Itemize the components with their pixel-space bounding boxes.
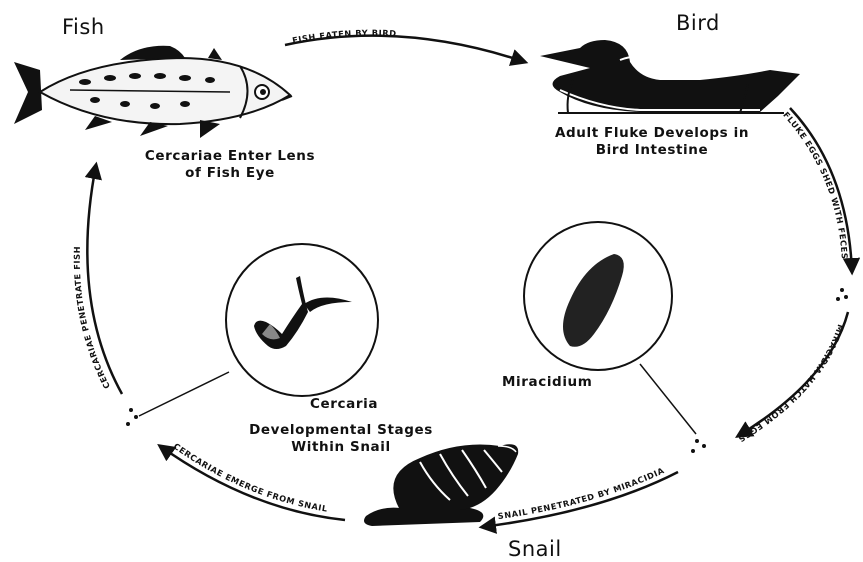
snail-stage-caption-line1: Developmental Stages [236, 422, 446, 439]
bird-title: Bird [676, 10, 720, 36]
cercariae-dots-icon [126, 408, 138, 426]
bird-stage-caption-line1: Adult Fluke Develops in [534, 125, 770, 142]
snail-illustration [364, 444, 518, 526]
bird-stage-caption: Adult Fluke Develops in Bird Intestine [534, 125, 770, 159]
snail-title: Snail [508, 536, 562, 562]
miracidia-dots-icon [691, 439, 706, 453]
arrow-label-miracidia-to-snail: SNAIL PENETRATED BY MIRACIDIA [497, 465, 666, 521]
bird-stage-caption-line2: Bird Intestine [534, 142, 770, 159]
miracidium-label: Miracidium [502, 374, 592, 391]
fish-illustration [14, 46, 292, 138]
snail-stage-caption-line2: Within Snail [236, 439, 446, 456]
cercaria-magnified-view [139, 244, 378, 416]
arrow-eggs-to-miracidia [738, 312, 848, 436]
bird-illustration [540, 40, 800, 113]
cercaria-label: Cercaria [310, 396, 378, 413]
fish-stage-caption: Cercariae Enter Lens of Fish Eye [140, 148, 320, 182]
snail-stage-caption: Developmental Stages Within Snail [236, 422, 446, 456]
fish-title: Fish [62, 14, 105, 40]
fish-stage-caption-line2: of Fish Eye [140, 165, 320, 182]
arrow-label-cercariae-to-fish: CERCARIAE PENETRATE FISH [72, 246, 112, 391]
arrow-label-bird-to-eggs: FLUKE EGGS SHED WITH FECES [781, 110, 850, 260]
fish-stage-caption-line1: Cercariae Enter Lens [140, 148, 320, 165]
arrow-label-eggs-to-miracidia: MIRACIDIA HATCH FROM EGGS [736, 323, 846, 444]
miracidium-magnified-view [524, 222, 696, 434]
fluke-eggs-icon [836, 288, 848, 301]
arrow-label-fish-to-bird: FISH EATEN BY BIRD [291, 28, 397, 46]
